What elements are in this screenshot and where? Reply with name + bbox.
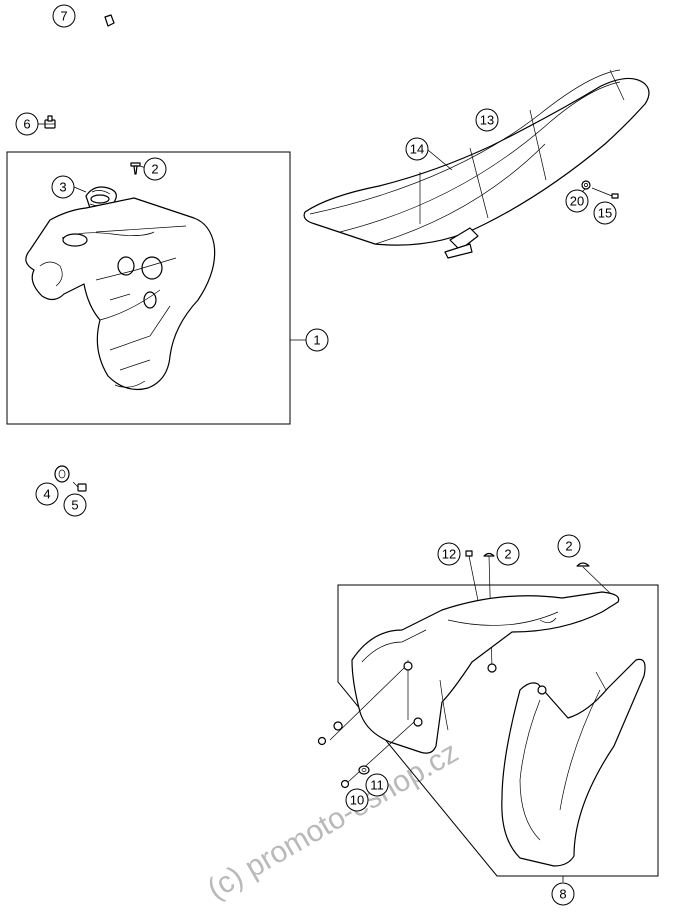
- callout-5: 5: [63, 493, 87, 517]
- side-cover-screw-2b: [576, 562, 615, 598]
- callout-8: 8: [551, 882, 575, 906]
- svg-text:20: 20: [570, 194, 584, 209]
- svg-text:8: 8: [559, 887, 566, 902]
- side-cover-bolt-left: [317, 667, 405, 746]
- side-cover-frame: [337, 584, 659, 877]
- svg-text:2: 2: [504, 547, 511, 562]
- svg-text:3: 3: [59, 180, 66, 195]
- svg-text:13: 13: [480, 113, 494, 128]
- callout-14: 14: [405, 137, 429, 161]
- svg-text:4: 4: [43, 487, 50, 502]
- callout-2-cover-a: 2: [496, 542, 520, 566]
- callout-2-cover-b: 2: [557, 534, 581, 558]
- svg-text:7: 7: [60, 9, 67, 24]
- callout-20: 20: [565, 189, 589, 213]
- spacer-screw: [72, 481, 87, 492]
- callout-15: 15: [593, 201, 617, 225]
- callout-2-tank: 2: [143, 157, 167, 181]
- svg-text:1: 1: [313, 333, 320, 348]
- svg-text:12: 12: [442, 547, 456, 562]
- callout-11: 11: [365, 773, 389, 797]
- tank-screw: [130, 162, 141, 175]
- fuel-tank: [25, 197, 216, 391]
- watermark-text: (c) promoto-eshop.cz: [202, 736, 464, 906]
- callout-1: 1: [305, 328, 329, 352]
- spacer: [54, 465, 70, 483]
- left-side-panel: [351, 591, 620, 754]
- svg-text:5: 5: [71, 498, 78, 513]
- seat-screw: [591, 187, 619, 199]
- callout-6: 6: [15, 112, 39, 136]
- fuel-tank-frame: [6, 151, 291, 425]
- callout-12: 12: [437, 542, 461, 566]
- svg-text:15: 15: [598, 206, 612, 221]
- callout-13: 13: [475, 108, 499, 132]
- callout-4: 4: [35, 482, 59, 506]
- svg-text:14: 14: [410, 142, 424, 157]
- svg-text:11: 11: [370, 778, 384, 793]
- breather-hose-group: [49, 14, 115, 109]
- side-cover-washer-11: [358, 765, 370, 775]
- seat-nut: [581, 180, 591, 190]
- svg-text:10: 10: [350, 793, 364, 808]
- right-side-panel: [501, 658, 646, 867]
- svg-text:6: 6: [23, 117, 30, 132]
- seat: [303, 69, 650, 259]
- callout-3: 3: [51, 175, 75, 199]
- hose-fitting: [44, 115, 56, 129]
- svg-text:2: 2: [151, 162, 158, 177]
- callout-7: 7: [52, 4, 76, 28]
- callout-10: 10: [345, 788, 369, 812]
- svg-text:2: 2: [565, 539, 572, 554]
